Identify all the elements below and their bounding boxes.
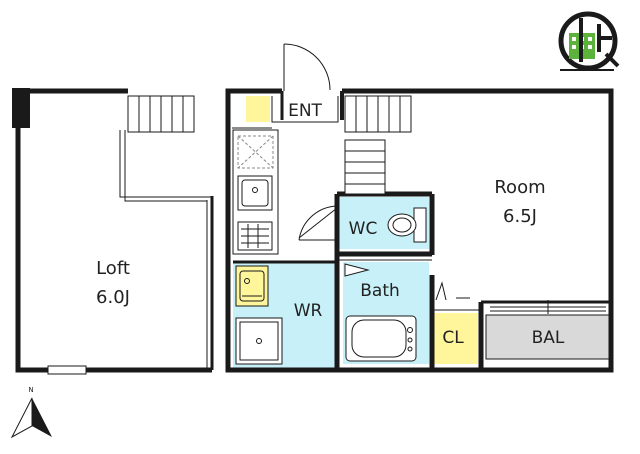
stove-icon [237,221,273,251]
loft-size: 6.0J [96,287,130,308]
washing-machine-icon [235,317,283,365]
bathtub-icon [345,315,417,362]
closet-area [430,313,478,364]
stairs-icon [127,95,195,133]
sink-icon [237,175,273,211]
toilet-icon [387,207,427,243]
room-size: 6.5J [503,206,537,227]
compass-icon: N [10,386,52,439]
washroom-label: WR [294,301,323,321]
door-icon [283,43,331,91]
bath-label: Bath [360,281,400,301]
balcony-label: BAL [532,328,565,348]
room-label: Room [494,177,545,198]
entrance-label: ENT [288,101,322,121]
shoe-storage [246,96,270,122]
loft-label: Loft [96,258,130,279]
compass-north-label: N [28,386,33,394]
balcony-area [486,315,610,359]
door-icon [298,205,338,241]
main-floor: ENT Room 6.5J WC Bath WR CL BAL [225,43,614,373]
toilet-label: WC [349,219,378,239]
stairs-icon [344,95,412,195]
fridge-space [237,135,274,169]
closet-label: CL [442,328,464,348]
washbasin-icon [235,265,269,307]
loft-area: Loft 6.0J [12,88,214,375]
logo-icon [558,11,620,71]
